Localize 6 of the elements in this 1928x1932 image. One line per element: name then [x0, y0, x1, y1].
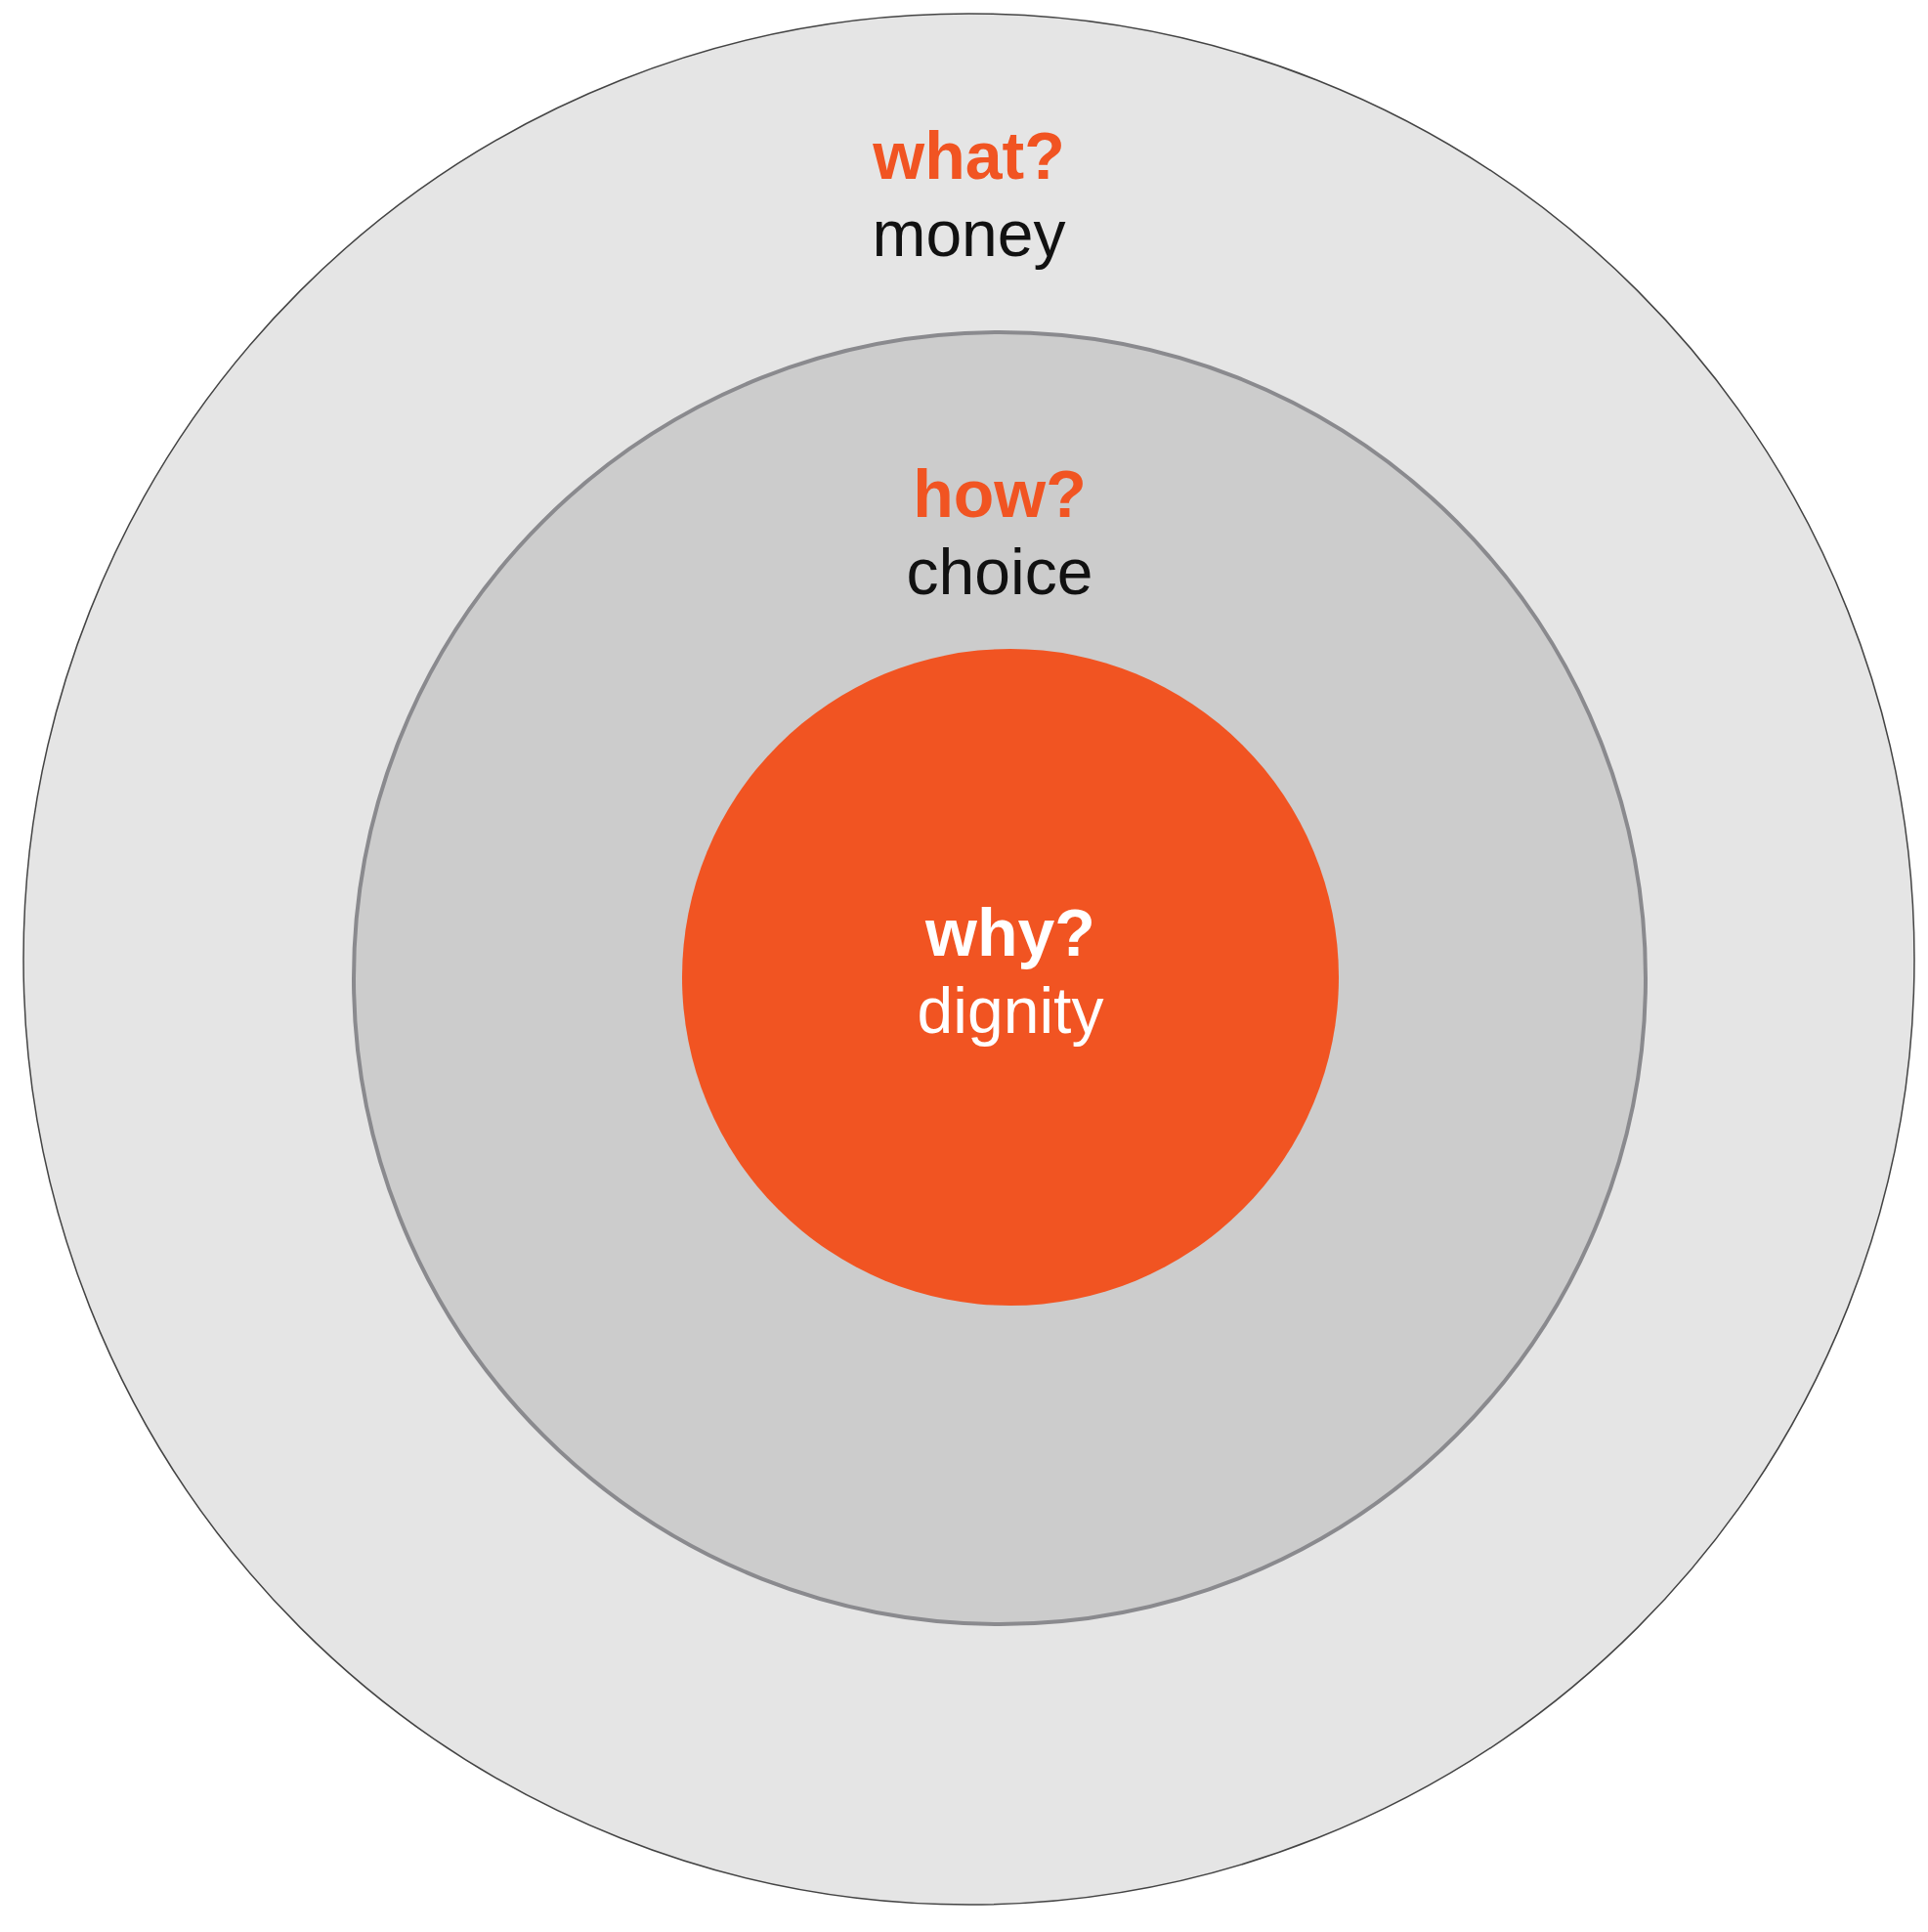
answer-text: dignity [917, 973, 1104, 1049]
question-heading: how? [913, 455, 1087, 533]
answer-text: money [872, 196, 1066, 272]
question-heading: what? [873, 117, 1065, 194]
question-heading: why? [925, 894, 1095, 971]
answer-text: choice [906, 535, 1093, 610]
